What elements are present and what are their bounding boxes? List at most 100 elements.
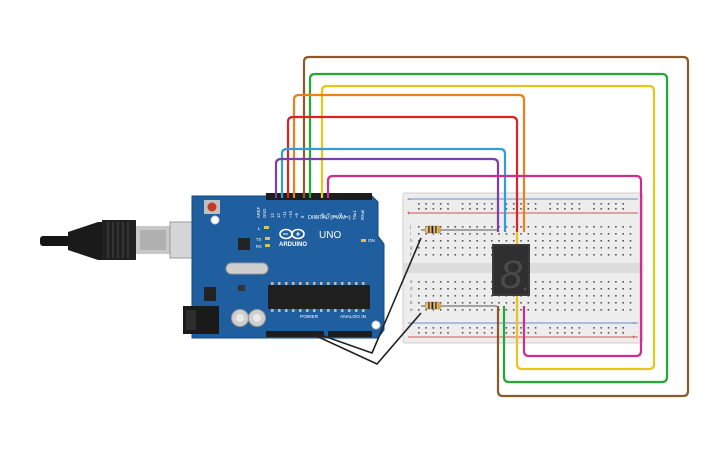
breadboard-hole[interactable] — [432, 203, 435, 205]
breadboard-hole[interactable] — [491, 295, 493, 297]
breadboard-hole[interactable] — [483, 332, 486, 334]
breadboard-hole[interactable] — [447, 240, 449, 242]
breadboard-hole[interactable] — [469, 203, 471, 205]
breadboard-hole[interactable] — [571, 295, 573, 297]
breadboard-hole[interactable] — [593, 281, 595, 283]
breadboard-hole[interactable] — [578, 302, 581, 304]
breadboard-hole[interactable] — [534, 281, 537, 283]
breadboard-hole[interactable] — [425, 240, 427, 242]
breadboard-hole[interactable] — [615, 226, 617, 228]
breadboard-hole[interactable] — [476, 254, 478, 256]
breadboard-hole[interactable] — [607, 288, 610, 290]
breadboard-hole[interactable] — [447, 281, 449, 283]
breadboard-hole[interactable] — [600, 281, 603, 283]
breadboard-hole[interactable] — [607, 233, 610, 235]
breadboard-hole[interactable] — [505, 309, 508, 311]
breadboard-hole[interactable] — [520, 233, 522, 235]
breadboard-hole[interactable] — [418, 281, 420, 283]
wire-green[interactable] — [308, 72, 669, 384]
breadboard-hole[interactable] — [432, 281, 435, 283]
breadboard-hole[interactable] — [542, 254, 544, 256]
breadboard-hole[interactable] — [615, 332, 617, 334]
breadboard-hole[interactable] — [593, 332, 595, 334]
breadboard-hole[interactable] — [571, 247, 573, 249]
breadboard-hole[interactable] — [461, 247, 464, 249]
breadboard-hole[interactable] — [556, 332, 559, 334]
breadboard-hole[interactable] — [564, 295, 566, 297]
breadboard-hole[interactable] — [600, 309, 603, 311]
breadboard-hole[interactable] — [534, 240, 537, 242]
breadboard-hole[interactable] — [622, 295, 624, 297]
breadboard-hole[interactable] — [418, 302, 420, 304]
breadboard-hole[interactable] — [534, 288, 537, 290]
breadboard-hole[interactable] — [483, 309, 486, 311]
breadboard-hole[interactable] — [607, 302, 610, 304]
breadboard-hole[interactable] — [607, 208, 610, 210]
breadboard-hole[interactable] — [520, 302, 522, 304]
breadboard-hole[interactable] — [593, 208, 595, 210]
breadboard-hole[interactable] — [549, 233, 551, 235]
breadboard-hole[interactable] — [615, 208, 617, 210]
breadboard-hole[interactable] — [549, 332, 551, 334]
breadboard-hole[interactable] — [578, 309, 581, 311]
breadboard-hole[interactable] — [469, 295, 471, 297]
breadboard-hole[interactable] — [622, 327, 624, 329]
breadboard-hole[interactable] — [418, 295, 420, 297]
breadboard-hole[interactable] — [483, 327, 486, 329]
breadboard-hole[interactable] — [439, 240, 442, 242]
breadboard-hole[interactable] — [556, 302, 559, 304]
breadboard-hole[interactable] — [564, 254, 566, 256]
breadboard-hole[interactable] — [607, 295, 610, 297]
breadboard-hole[interactable] — [629, 240, 632, 242]
breadboard-hole[interactable] — [469, 288, 471, 290]
breadboard-hole[interactable] — [418, 254, 420, 256]
breadboard-hole[interactable] — [447, 327, 449, 329]
breadboard-hole[interactable] — [615, 327, 617, 329]
breadboard-hole[interactable] — [491, 208, 493, 210]
breadboard-hole[interactable] — [439, 295, 442, 297]
wire-red[interactable] — [286, 115, 519, 232]
breadboard-hole[interactable] — [432, 233, 435, 235]
breadboard-hole[interactable] — [512, 332, 515, 334]
breadboard-hole[interactable] — [432, 332, 435, 334]
breadboard-hole[interactable] — [454, 295, 457, 297]
breadboard-hole[interactable] — [556, 208, 559, 210]
breadboard-hole[interactable] — [593, 327, 595, 329]
breadboard-hole[interactable] — [461, 332, 464, 334]
breadboard-hole[interactable] — [622, 302, 624, 304]
breadboard-hole[interactable] — [600, 295, 603, 297]
breadboard-hole[interactable] — [505, 327, 508, 329]
breadboard-hole[interactable] — [593, 295, 595, 297]
breadboard-hole[interactable] — [629, 254, 632, 256]
breadboard-hole[interactable] — [549, 309, 551, 311]
breadboard-hole[interactable] — [564, 226, 566, 228]
breadboard-hole[interactable] — [564, 309, 566, 311]
breadboard-hole[interactable] — [439, 288, 442, 290]
analog-header[interactable] — [328, 331, 372, 337]
breadboard-hole[interactable] — [542, 295, 544, 297]
breadboard-hole[interactable] — [585, 247, 588, 249]
breadboard-hole[interactable] — [469, 226, 471, 228]
breadboard-hole[interactable] — [542, 281, 544, 283]
breadboard-hole[interactable] — [520, 240, 522, 242]
breadboard-hole[interactable] — [622, 288, 624, 290]
breadboard-hole[interactable] — [571, 233, 573, 235]
breadboard-hole[interactable] — [512, 233, 515, 235]
breadboard-hole[interactable] — [549, 281, 551, 283]
breadboard-hole[interactable] — [578, 288, 581, 290]
breadboard-hole[interactable] — [534, 254, 537, 256]
breadboard-hole[interactable] — [534, 233, 537, 235]
breadboard-hole[interactable] — [469, 327, 471, 329]
breadboard-hole[interactable] — [556, 288, 559, 290]
breadboard-hole[interactable] — [527, 203, 530, 205]
breadboard-hole[interactable] — [571, 240, 573, 242]
breadboard-hole[interactable] — [447, 295, 449, 297]
breadboard-hole[interactable] — [476, 327, 478, 329]
breadboard-hole[interactable] — [542, 233, 544, 235]
breadboard-hole[interactable] — [571, 281, 573, 283]
breadboard-hole[interactable] — [498, 302, 500, 304]
breadboard-hole[interactable] — [454, 281, 457, 283]
breadboard-hole[interactable] — [578, 240, 581, 242]
breadboard-hole[interactable] — [593, 302, 595, 304]
breadboard-hole[interactable] — [615, 203, 617, 205]
